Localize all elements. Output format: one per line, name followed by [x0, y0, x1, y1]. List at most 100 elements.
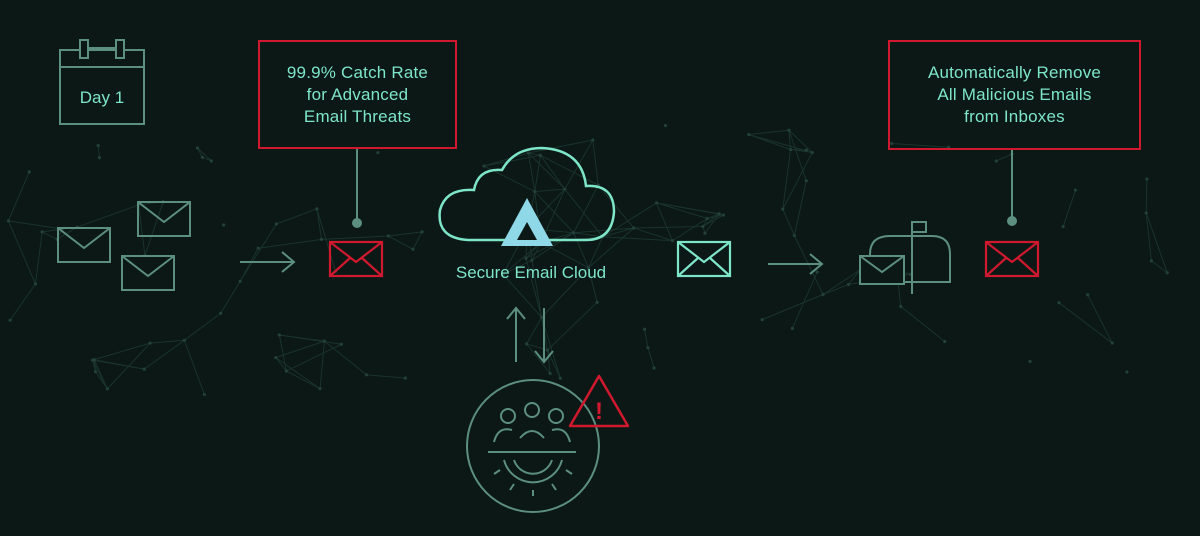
network-node: [195, 146, 200, 150]
network-node: [318, 387, 322, 391]
calendar-label: Day 1: [80, 88, 124, 107]
bidirectional-arrow-icon: [506, 306, 554, 364]
network-node: [595, 300, 599, 304]
network-link: [286, 343, 342, 372]
triangle-logo-icon: [501, 198, 553, 246]
network-node: [548, 371, 552, 376]
network-node: [1144, 211, 1148, 215]
network-link: [7, 220, 36, 285]
network-node: [27, 170, 31, 174]
network-node: [792, 233, 797, 238]
network-link: [275, 357, 287, 372]
network-link: [1145, 212, 1168, 273]
network-node: [545, 348, 550, 352]
network-link: [822, 269, 861, 295]
network-link: [278, 334, 287, 372]
network-link: [144, 201, 164, 256]
network-link: [602, 236, 673, 242]
network-node: [572, 231, 576, 235]
network-link: [279, 334, 325, 342]
network-link: [793, 235, 824, 295]
network-node: [705, 216, 709, 221]
network-node: [1149, 259, 1153, 263]
network-node: [142, 367, 146, 371]
network-node: [1110, 341, 1114, 345]
network-link: [588, 267, 598, 303]
network-link: [592, 139, 599, 186]
network-link: [286, 370, 321, 390]
network-link: [276, 208, 318, 225]
network-link: [762, 294, 824, 321]
network-link: [547, 350, 551, 374]
network-link: [526, 317, 543, 345]
network-node: [652, 366, 656, 370]
network-link: [527, 152, 536, 192]
network-link: [502, 242, 542, 275]
network-link: [848, 269, 861, 285]
network-link: [996, 153, 1013, 162]
network-link: [526, 343, 551, 374]
network-link: [1145, 212, 1152, 261]
network-node: [96, 144, 100, 148]
network-node: [525, 342, 529, 346]
network-node: [90, 358, 95, 362]
network-node: [322, 339, 327, 343]
envelope-icon: [137, 201, 191, 237]
network-node: [33, 282, 38, 286]
network-node: [238, 279, 242, 283]
network-node: [411, 247, 415, 251]
network-link: [791, 271, 818, 329]
network-node: [93, 370, 98, 374]
network-node: [1073, 188, 1078, 192]
network-node: [717, 212, 721, 216]
network-link: [573, 232, 603, 238]
network-link: [782, 149, 792, 210]
network-link: [602, 227, 634, 238]
network-link: [388, 235, 414, 250]
network-link: [483, 154, 541, 167]
network-node: [781, 207, 785, 211]
network-node: [284, 369, 288, 373]
network-link: [573, 232, 589, 268]
network-link: [531, 232, 574, 261]
network-link: [275, 340, 325, 359]
network-link: [1062, 189, 1076, 227]
network-node: [591, 138, 595, 142]
network-link: [540, 242, 589, 269]
network-link: [822, 283, 849, 295]
arrow-right-icon: [768, 253, 824, 275]
network-node: [654, 201, 659, 205]
network-node: [721, 213, 726, 217]
network-node: [810, 150, 814, 155]
network-link: [144, 339, 185, 370]
network-link: [900, 306, 946, 342]
network-link: [647, 347, 655, 369]
cloud-label: Secure Email Cloud: [456, 263, 606, 282]
network-link: [316, 208, 336, 272]
network-link: [324, 340, 367, 376]
network-link: [633, 225, 703, 229]
network-node: [790, 326, 794, 330]
envelope-icon: [121, 255, 175, 291]
network-link: [588, 227, 635, 269]
network-link: [41, 231, 58, 240]
network-node: [646, 346, 650, 350]
cloud-icon: [438, 146, 616, 242]
network-link: [540, 155, 566, 190]
network-link: [7, 171, 30, 222]
calendar-icon: [59, 39, 145, 125]
mailbox-icon: [859, 221, 951, 294]
network-node: [182, 338, 186, 342]
network-link: [707, 213, 720, 219]
network-node: [274, 222, 278, 226]
network-link: [1058, 302, 1113, 344]
network-node: [315, 207, 319, 211]
callout-catch-rate-text: 99.9% Catch Rate for Advanced Email Thre…: [286, 62, 429, 126]
network-node: [530, 258, 534, 262]
network-node: [540, 315, 544, 319]
network-link: [602, 202, 657, 238]
network-link: [782, 208, 795, 236]
network-node: [1086, 293, 1090, 297]
network-node: [642, 327, 647, 331]
